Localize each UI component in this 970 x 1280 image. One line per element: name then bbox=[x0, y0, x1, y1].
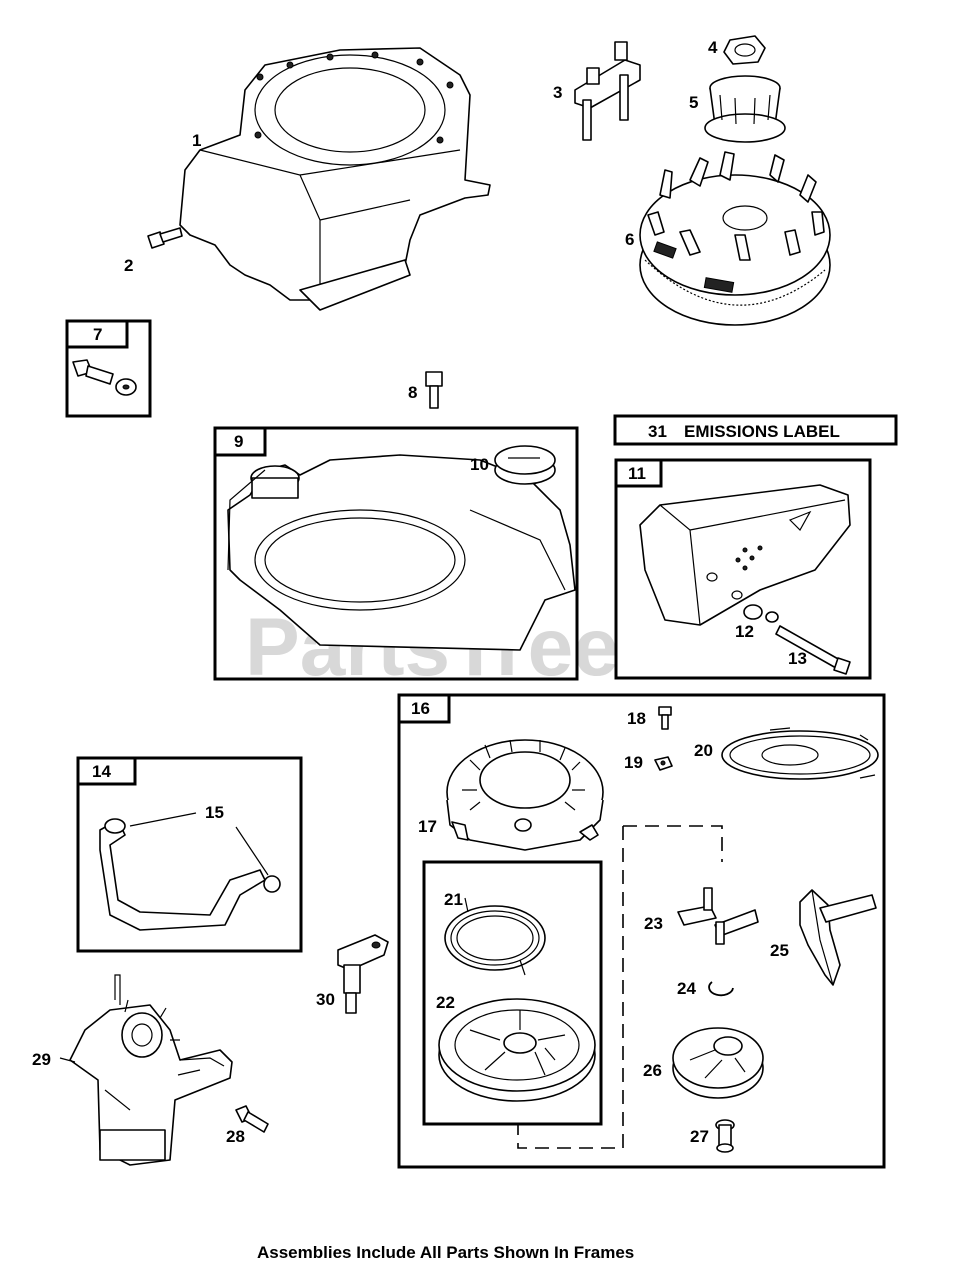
emissions-label-text: EMISSIONS LABEL bbox=[684, 422, 840, 441]
fuel-cap-part[interactable] bbox=[494, 445, 556, 485]
pulley-part-22[interactable] bbox=[438, 998, 596, 1102]
part-number-20[interactable]: 20 bbox=[694, 741, 713, 760]
part-number-24[interactable]: 24 bbox=[677, 979, 696, 998]
retainer-ring-part-24[interactable] bbox=[708, 981, 734, 997]
muffler-part[interactable] bbox=[639, 484, 851, 626]
part-number-12[interactable]: 12 bbox=[735, 622, 754, 641]
part-number-2[interactable]: 2 bbox=[124, 256, 133, 275]
shoulder-bolt-part-27[interactable] bbox=[715, 1119, 735, 1153]
part-number-10[interactable]: 10 bbox=[470, 455, 489, 474]
frame-number-11[interactable]: 11 bbox=[628, 464, 646, 483]
frame-14: 14 15 bbox=[76, 756, 303, 953]
part-number-8[interactable]: 8 bbox=[408, 383, 417, 402]
part-number-27[interactable]: 27 bbox=[690, 1127, 709, 1146]
recoil-spring-part-21[interactable] bbox=[444, 897, 546, 976]
part-number-6[interactable]: 6 bbox=[625, 230, 634, 249]
part-number-26[interactable]: 26 bbox=[643, 1061, 662, 1080]
starter-housing-part[interactable] bbox=[446, 739, 604, 851]
emissions-label-box: 31 EMISSIONS LABEL bbox=[613, 414, 898, 446]
switch-part-30[interactable] bbox=[337, 934, 389, 1014]
part-number-4[interactable]: 4 bbox=[708, 38, 718, 57]
part-number-5[interactable]: 5 bbox=[689, 93, 698, 112]
footer-note: Assemblies Include All Parts Shown In Fr… bbox=[257, 1243, 634, 1262]
frame-11: 11 12 13 bbox=[614, 458, 872, 680]
blower-housing-part[interactable] bbox=[179, 47, 491, 311]
part-number-1[interactable]: 1 bbox=[192, 131, 201, 150]
frame-number-16[interactable]: 16 bbox=[411, 699, 430, 718]
starter-cup-part[interactable] bbox=[704, 75, 786, 143]
breather-tube-part[interactable] bbox=[99, 818, 281, 931]
bolt-part-13[interactable] bbox=[775, 625, 851, 675]
frame-16: 16 17 18 19 20 bbox=[397, 693, 886, 1169]
fuel-tank-part[interactable] bbox=[227, 454, 576, 651]
pawl-part-23[interactable] bbox=[677, 887, 759, 945]
frame-9: 9 10 bbox=[213, 426, 579, 681]
starter-handle-part[interactable] bbox=[799, 889, 877, 986]
part-number-30[interactable]: 30 bbox=[316, 990, 335, 1009]
flywheel-part[interactable] bbox=[639, 151, 831, 326]
screw-part-18[interactable] bbox=[658, 706, 672, 730]
frame-number-14[interactable]: 14 bbox=[92, 762, 111, 781]
part-number-22[interactable]: 22 bbox=[436, 993, 455, 1012]
control-bracket-part-29[interactable] bbox=[59, 974, 233, 1166]
part-number-23[interactable]: 23 bbox=[644, 914, 663, 933]
frame-number-9[interactable]: 9 bbox=[234, 432, 243, 451]
frame-7: 7 bbox=[65, 319, 152, 418]
part-number-18[interactable]: 18 bbox=[627, 709, 646, 728]
part-number-29[interactable]: 29 bbox=[32, 1050, 51, 1069]
bolt-washer-part-7[interactable] bbox=[72, 359, 137, 396]
ratchet-part-26[interactable] bbox=[672, 1027, 764, 1099]
spring-part-20[interactable] bbox=[721, 727, 879, 780]
washer-part-12[interactable] bbox=[743, 604, 779, 623]
part-number-28[interactable]: 28 bbox=[226, 1127, 245, 1146]
part-number-25[interactable]: 25 bbox=[770, 941, 789, 960]
part-number-17[interactable]: 17 bbox=[418, 817, 437, 836]
bracket-part[interactable] bbox=[574, 41, 641, 141]
part-number-15[interactable]: 15 bbox=[205, 803, 224, 822]
screw-part-28[interactable] bbox=[235, 1105, 269, 1133]
nut-part-19[interactable] bbox=[654, 756, 673, 771]
part-number-13[interactable]: 13 bbox=[788, 649, 807, 668]
screw-part-2[interactable] bbox=[147, 227, 183, 249]
emissions-label-number[interactable]: 31 bbox=[648, 422, 667, 441]
part-number-19[interactable]: 19 bbox=[624, 753, 643, 772]
screw-part-8[interactable] bbox=[425, 371, 443, 409]
part-number-3[interactable]: 3 bbox=[553, 83, 562, 102]
part-number-21[interactable]: 21 bbox=[444, 890, 463, 909]
frame-number-7[interactable]: 7 bbox=[93, 325, 102, 344]
nut-part-4[interactable] bbox=[723, 35, 766, 65]
